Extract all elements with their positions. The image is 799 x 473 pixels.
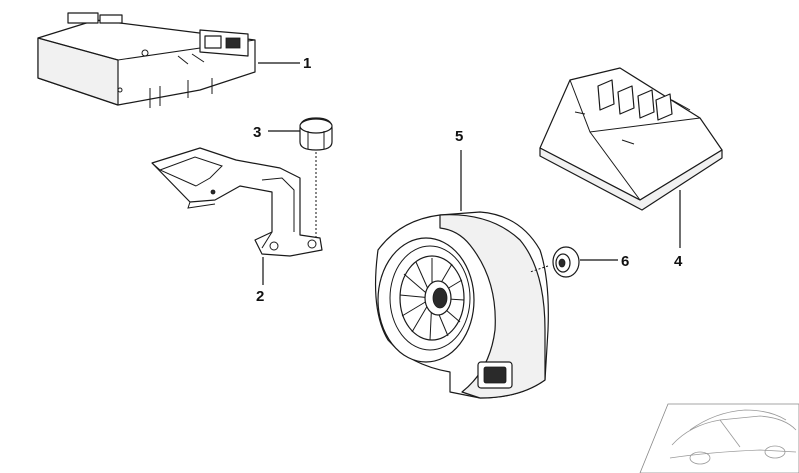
- callout-6: 6: [621, 253, 629, 270]
- callout-2: 2: [256, 288, 264, 305]
- callout-4: 4: [674, 253, 683, 270]
- part-2-bracket: [151, 147, 323, 257]
- assembly-line-6: [529, 265, 549, 273]
- part-4-module-housing: [539, 67, 723, 211]
- part-6-grommet: [552, 246, 580, 278]
- car-thumbnail: [639, 403, 799, 473]
- part-1-control-unit: [37, 12, 256, 108]
- callout-1: 1: [303, 55, 311, 72]
- callout-5: 5: [455, 128, 463, 145]
- part-3-nut: [299, 117, 333, 151]
- part-5-siren: [374, 211, 549, 399]
- callout-3: 3: [253, 124, 261, 141]
